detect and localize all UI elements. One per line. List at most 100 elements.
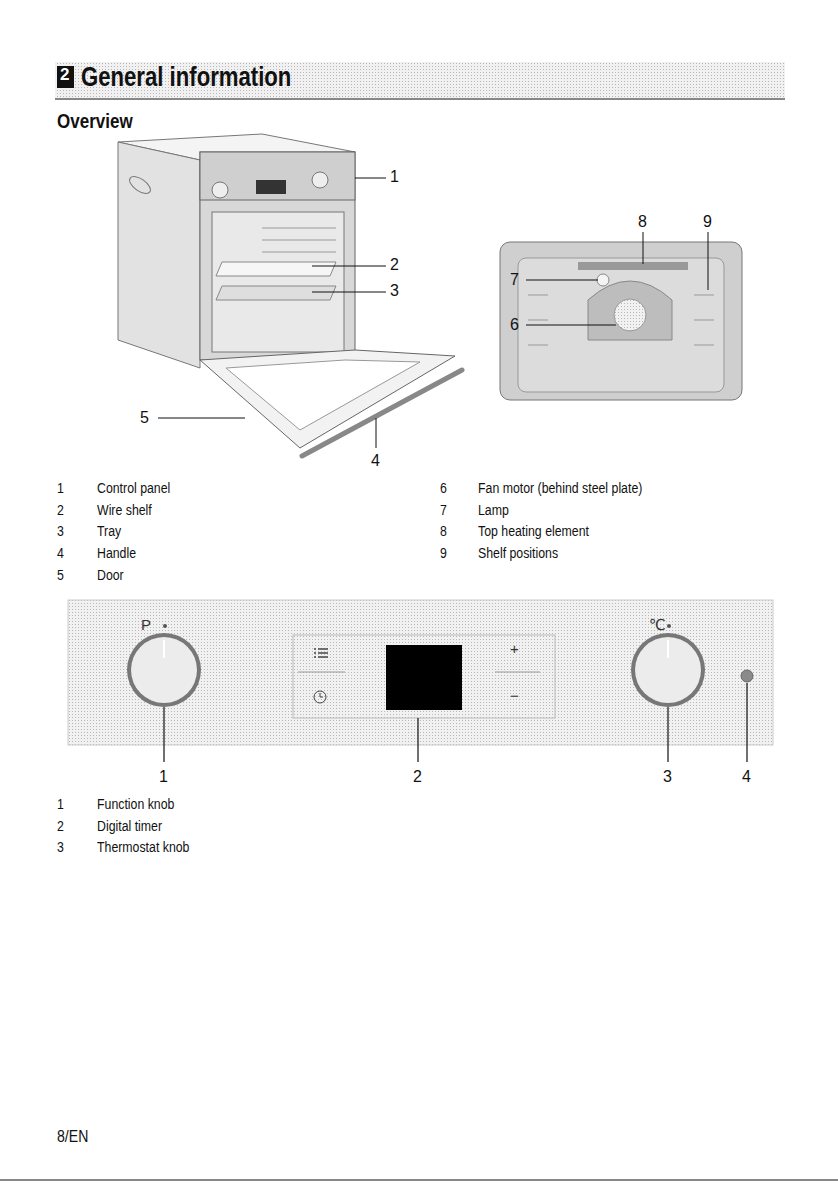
oven-control-strip bbox=[200, 152, 355, 200]
leader-line bbox=[746, 683, 747, 762]
tray bbox=[216, 286, 336, 300]
shelf-rail bbox=[528, 345, 548, 346]
panel-symbol: ℃ bbox=[649, 617, 666, 634]
leader-line bbox=[708, 232, 709, 290]
callout-number: 7 bbox=[510, 271, 519, 289]
shelf-rail bbox=[694, 345, 714, 346]
part-name: Control panel bbox=[97, 481, 170, 496]
leader-line bbox=[355, 178, 386, 179]
shelf-rail bbox=[694, 295, 714, 296]
leader-line bbox=[312, 292, 386, 293]
oven-door bbox=[200, 350, 455, 448]
leader-line bbox=[526, 325, 616, 326]
divider-line bbox=[495, 672, 540, 673]
display bbox=[256, 180, 286, 194]
callout-number: 1 bbox=[390, 168, 399, 186]
menu-icon bbox=[314, 649, 328, 657]
callout-number: 9 bbox=[703, 213, 712, 231]
leader-line bbox=[643, 232, 644, 264]
part-name: Handle bbox=[97, 546, 136, 561]
item-number: 3 bbox=[57, 840, 64, 855]
item-number: 1 bbox=[57, 797, 64, 812]
shelf-lines bbox=[262, 228, 336, 252]
vent-slot bbox=[127, 173, 154, 197]
section-number: 2 bbox=[60, 66, 69, 85]
callout-number: 3 bbox=[390, 282, 399, 300]
item-number: 5 bbox=[57, 568, 64, 583]
dot-mark bbox=[163, 624, 167, 628]
part-name: Digital timer bbox=[97, 819, 162, 834]
item-number: 4 bbox=[57, 546, 64, 561]
header-rule bbox=[55, 99, 785, 100]
part-name: Top heating element bbox=[478, 524, 589, 539]
callout-number: 2 bbox=[390, 256, 399, 274]
timer-frame bbox=[293, 635, 555, 718]
knob bbox=[212, 182, 228, 198]
icon-line bbox=[314, 656, 316, 658]
leader-line bbox=[376, 418, 377, 448]
callout-number: 5 bbox=[140, 409, 149, 427]
knob-marker bbox=[667, 640, 669, 658]
callout-number: 4 bbox=[371, 452, 380, 470]
knob-marker bbox=[163, 640, 165, 658]
item-number: 9 bbox=[440, 546, 447, 561]
oven-cavity bbox=[212, 212, 344, 352]
icon-line bbox=[314, 648, 316, 650]
callout-number: 4 bbox=[742, 768, 751, 786]
part-name: Tray bbox=[97, 524, 121, 539]
part-name: Fan motor (behind steel plate) bbox=[478, 481, 642, 496]
part-name: Lamp bbox=[478, 503, 509, 518]
shelf-positions bbox=[528, 295, 714, 345]
part-name: Wire shelf bbox=[97, 503, 152, 518]
item-number: 3 bbox=[57, 524, 64, 539]
section-title: General information bbox=[81, 63, 291, 93]
item-number: 2 bbox=[57, 819, 64, 834]
shelf-rail bbox=[694, 320, 714, 321]
item-number: 2 bbox=[57, 503, 64, 518]
panel-symbol: + bbox=[510, 641, 519, 658]
shelf-rail bbox=[262, 228, 336, 229]
part-name: Thermostat knob bbox=[97, 840, 189, 855]
thermostat-knob bbox=[635, 637, 701, 703]
icon-line bbox=[314, 652, 316, 654]
section-box bbox=[57, 66, 74, 88]
item-number: 7 bbox=[440, 503, 447, 518]
callout-number: 3 bbox=[663, 768, 672, 786]
timer-dividers bbox=[298, 672, 540, 673]
part-name: Door bbox=[97, 568, 124, 583]
timer-display bbox=[386, 645, 462, 710]
leader-line bbox=[312, 266, 386, 267]
panel-symbol: P bbox=[141, 617, 151, 634]
dot-mark bbox=[667, 624, 671, 628]
oven-side bbox=[118, 142, 200, 368]
item-number: 8 bbox=[440, 524, 447, 539]
item-number: 1 bbox=[57, 481, 64, 496]
leader-line bbox=[526, 280, 598, 281]
knob bbox=[312, 172, 328, 188]
interior-cavity bbox=[518, 258, 724, 392]
callout-number: 8 bbox=[638, 213, 647, 231]
leader-lines bbox=[164, 683, 747, 762]
panel-symbol: − bbox=[510, 688, 519, 705]
shelf-rail bbox=[262, 252, 336, 253]
callout-number: 6 bbox=[510, 316, 519, 334]
header-band bbox=[55, 62, 785, 98]
callout-number: 2 bbox=[413, 768, 422, 786]
leader-lines bbox=[526, 232, 708, 325]
leader-lines bbox=[158, 178, 386, 448]
door-glass bbox=[226, 360, 420, 430]
indicator-lamp bbox=[741, 670, 753, 682]
door-handle bbox=[302, 370, 462, 456]
shelf-rail bbox=[528, 320, 548, 321]
leader-line bbox=[417, 718, 418, 762]
wire-shelf bbox=[216, 262, 336, 276]
subheading: Overview bbox=[57, 110, 133, 132]
shelf-rail bbox=[262, 240, 336, 241]
knob-ring bbox=[127, 633, 201, 707]
clock-icon bbox=[314, 691, 326, 703]
oven-front bbox=[200, 152, 355, 360]
clock-hands bbox=[320, 693, 323, 697]
heating-element bbox=[578, 262, 688, 270]
